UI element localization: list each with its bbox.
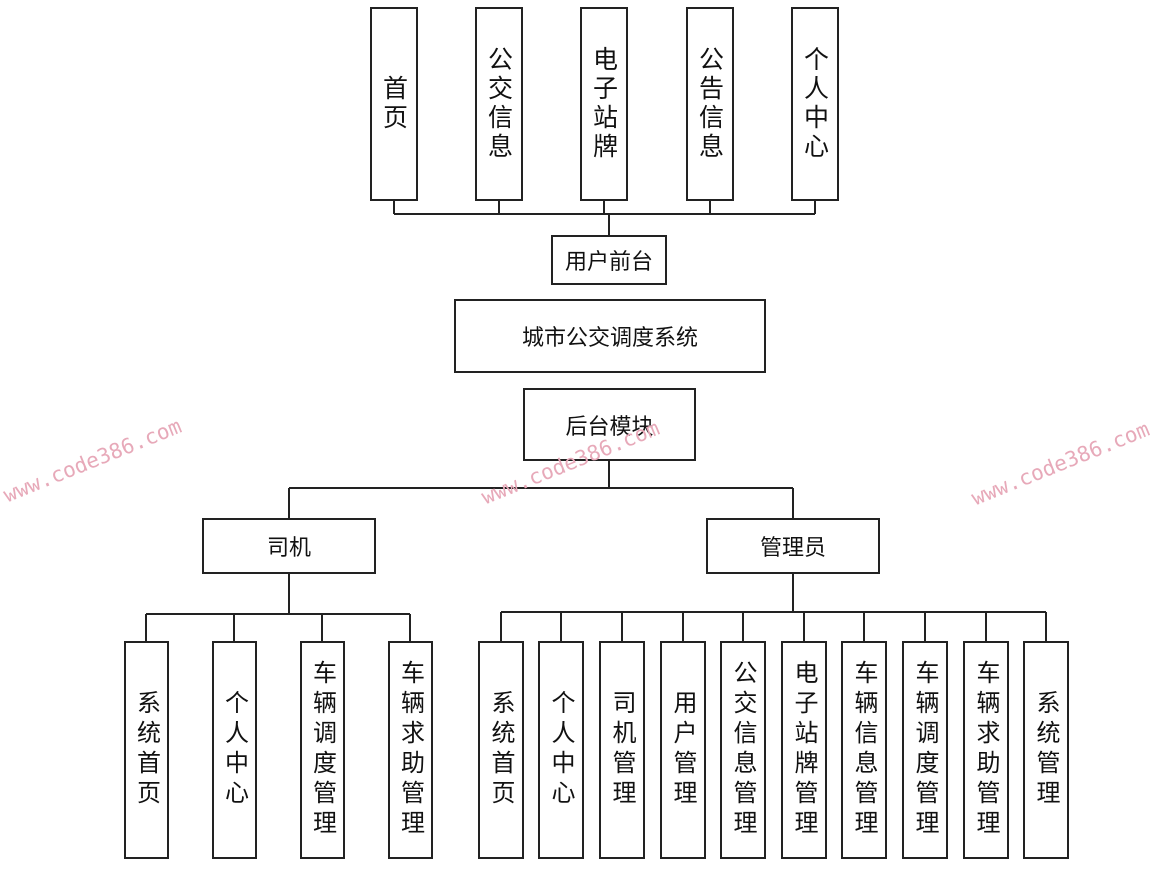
module-label: 公交信息管理 bbox=[729, 660, 757, 840]
backend-node: 后台模块 bbox=[523, 388, 696, 461]
module-label: 车辆调度管理 bbox=[308, 660, 337, 840]
frontend-page-label: 首页 bbox=[379, 75, 409, 133]
module-label: 车辆信息管理 bbox=[850, 660, 878, 840]
frontend-page-label: 电子站牌 bbox=[589, 46, 619, 162]
frontend-page-label: 公告信息 bbox=[695, 46, 725, 162]
backend-title: 后台模块 bbox=[565, 414, 654, 440]
frontend-page-label: 个人中心 bbox=[800, 46, 830, 162]
frontend-title: 用户前台 bbox=[564, 250, 653, 275]
module-label: 系统首页 bbox=[132, 690, 161, 810]
driver-module: 车辆求助管理 bbox=[388, 641, 433, 859]
admin-module: 车辆信息管理 bbox=[841, 641, 887, 859]
system-title: 城市公交调度系统 bbox=[521, 326, 698, 351]
frontend-page-home: 首页 bbox=[370, 7, 418, 201]
module-label: 车辆调度管理 bbox=[911, 660, 939, 840]
module-label: 车辆求助管理 bbox=[396, 660, 425, 840]
module-label: 个人中心 bbox=[547, 690, 575, 810]
driver-module: 个人中心 bbox=[212, 641, 257, 859]
admin-module: 车辆调度管理 bbox=[902, 641, 948, 859]
admin-title: 管理员 bbox=[759, 536, 826, 561]
admin-node: 管理员 bbox=[706, 518, 880, 574]
system-node: 城市公交调度系统 bbox=[454, 299, 766, 373]
admin-module: 个人中心 bbox=[538, 641, 584, 859]
module-label: 用户管理 bbox=[669, 690, 697, 810]
admin-module: 司机管理 bbox=[599, 641, 645, 859]
admin-module: 公交信息管理 bbox=[720, 641, 766, 859]
frontend-page-personal-center: 个人中心 bbox=[791, 7, 839, 201]
admin-module: 系统首页 bbox=[478, 641, 524, 859]
module-label: 车辆求助管理 bbox=[972, 660, 1000, 840]
module-label: 系统首页 bbox=[487, 690, 515, 810]
driver-title: 司机 bbox=[266, 536, 311, 561]
module-label: 个人中心 bbox=[220, 690, 249, 810]
admin-module: 电子站牌管理 bbox=[781, 641, 827, 859]
frontend-page-announcements: 公告信息 bbox=[686, 7, 734, 201]
admin-module: 用户管理 bbox=[660, 641, 706, 859]
module-label: 司机管理 bbox=[608, 690, 636, 810]
module-label: 系统管理 bbox=[1032, 690, 1060, 810]
admin-module: 系统管理 bbox=[1023, 641, 1069, 859]
module-label: 电子站牌管理 bbox=[790, 660, 818, 840]
frontend-node: 用户前台 bbox=[551, 235, 667, 285]
driver-module: 车辆调度管理 bbox=[300, 641, 345, 859]
admin-module: 车辆求助管理 bbox=[963, 641, 1009, 859]
frontend-page-e-stop-sign: 电子站牌 bbox=[580, 7, 628, 201]
frontend-page-label: 公交信息 bbox=[484, 46, 514, 162]
driver-module: 系统首页 bbox=[124, 641, 169, 859]
frontend-page-bus-info: 公交信息 bbox=[475, 7, 523, 201]
driver-node: 司机 bbox=[202, 518, 376, 574]
